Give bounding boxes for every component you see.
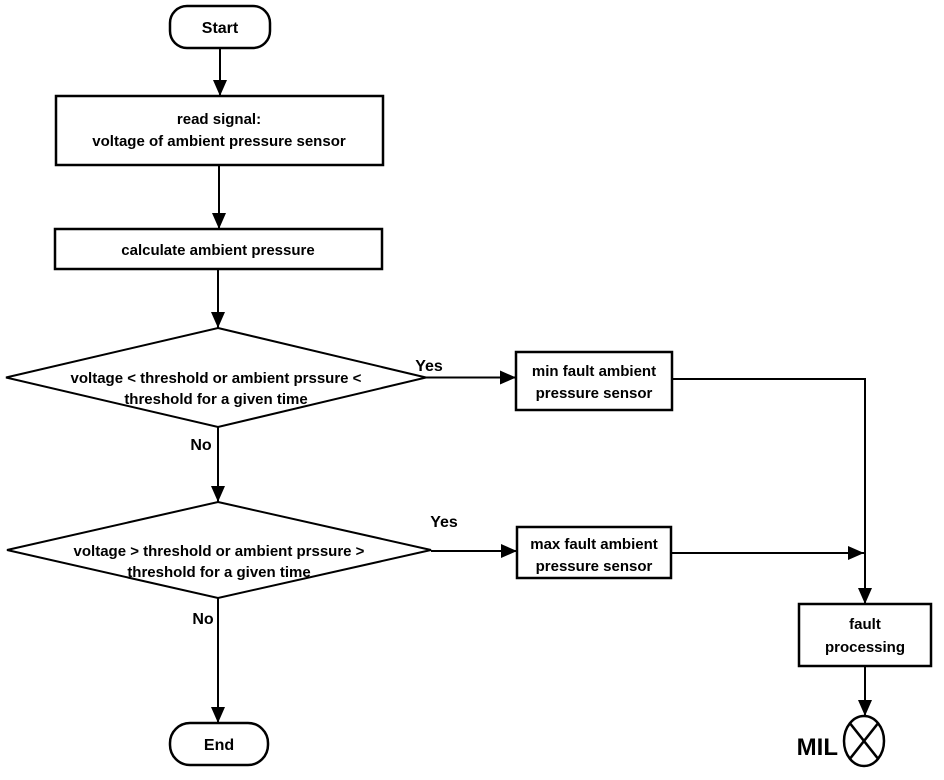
read-signal-node: read signal: voltage of ambient pressure…: [54, 94, 385, 167]
fault-processing-shape: [797, 602, 933, 668]
mil-lamp-node: MIL: [797, 714, 886, 768]
read-signal-line2: voltage of ambient pressure sensor: [92, 133, 346, 150]
decision-low-shape: [5, 326, 427, 429]
decision-low-node: voltage < threshold or ambient prssure <…: [5, 326, 427, 429]
max-fault-node: max fault ambient pressure sensor: [515, 525, 673, 580]
end-label: End: [204, 737, 234, 754]
edge-min-fault-to-fault-processing: [672, 378, 872, 604]
decision-high-node: voltage > threshold or ambient prssure >…: [6, 500, 432, 600]
max-fault-line1: max fault ambient: [530, 536, 658, 553]
max-fault-line2: pressure sensor: [536, 558, 653, 575]
mil-label: MIL: [797, 734, 838, 761]
start-node: Start: [168, 4, 272, 50]
fault-processing-line2: processing: [825, 639, 905, 656]
edge-label-no-low: No: [190, 437, 212, 454]
min-fault-line1: min fault ambient: [532, 363, 656, 380]
read-signal-line1: read signal:: [177, 111, 261, 128]
decision-high-line1: voltage > threshold or ambient prssure >: [74, 543, 365, 560]
fault-processing-line1: fault: [849, 616, 881, 633]
calculate-label: calculate ambient pressure: [121, 242, 314, 259]
decision-high-line2: threshold for a given time: [127, 564, 310, 581]
end-node: End: [168, 721, 270, 767]
calculate-node: calculate ambient pressure: [53, 227, 384, 271]
min-fault-shape: [514, 350, 674, 412]
decision-low-line2: threshold for a given time: [124, 391, 307, 408]
decision-low-line1: voltage < threshold or ambient prssure <: [71, 370, 362, 387]
read-signal-shape: [54, 94, 385, 167]
max-fault-shape: [515, 525, 673, 580]
mil-lamp-cross-icon: [849, 722, 879, 760]
fault-processing-node: fault processing: [797, 602, 933, 668]
end-shape: [168, 721, 270, 767]
edges: [211, 48, 872, 723]
min-fault-line2: pressure sensor: [536, 385, 653, 402]
decision-high-shape: [6, 500, 432, 600]
edge-label-yes-low: Yes: [415, 358, 443, 375]
start-shape: [168, 4, 272, 50]
calculate-shape: [53, 227, 384, 271]
edge-label-no-high: No: [192, 611, 214, 628]
edge-label-yes-high: Yes: [430, 514, 458, 531]
start-label: Start: [202, 20, 239, 37]
min-fault-node: min fault ambient pressure sensor: [514, 350, 674, 412]
